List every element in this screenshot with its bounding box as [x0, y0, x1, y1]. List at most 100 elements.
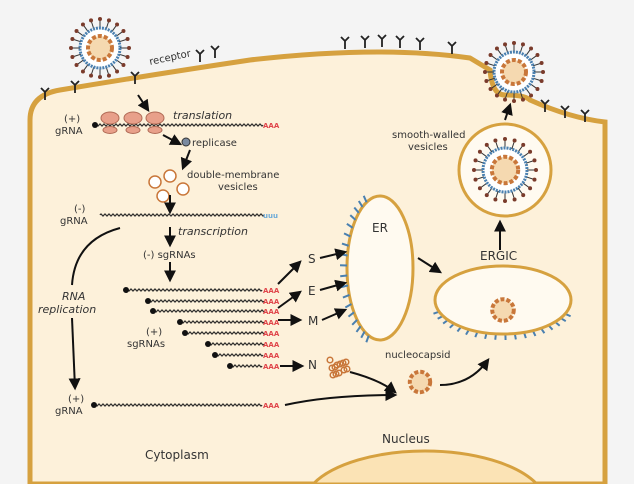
er-spike-icon [360, 331, 366, 339]
spike-head-icon [539, 78, 544, 83]
poly-a-tail: AAA [263, 287, 280, 295]
nucleocapsid-icon [407, 369, 433, 395]
ribosome-icon [125, 126, 141, 134]
spike-head-icon [125, 37, 130, 42]
receptor-icon [540, 99, 550, 112]
spike-head-icon [534, 168, 538, 172]
poly-a-tail: AAA [263, 402, 280, 410]
sgRNAs-plus-label: sgRNAs [127, 339, 165, 350]
spike-protein-icon [517, 145, 524, 153]
receptor-icon [340, 36, 350, 49]
arrow [501, 102, 513, 121]
rna-cap [177, 319, 183, 325]
nucleocapsid-icon [490, 297, 516, 323]
rna-cap [92, 122, 98, 128]
E-label: E [308, 284, 316, 298]
spike-head-icon [483, 70, 487, 74]
spike-head-icon [541, 70, 545, 74]
spike-head-icon [106, 18, 111, 23]
er-spike-icon [340, 274, 348, 278]
receptor-icon [580, 109, 590, 122]
poly-a-tail: AAA [263, 308, 280, 316]
cytoplasm-label: Cytoplasm [145, 448, 209, 462]
n-protein-icon [326, 356, 334, 364]
released-virion [483, 41, 545, 103]
er-spike-icon [353, 206, 360, 214]
receptor-icon [395, 35, 405, 48]
receptor-icon [560, 105, 570, 118]
spike-protein-icon [77, 31, 85, 37]
rna-strand [147, 299, 265, 303]
spike-protein-icon [73, 38, 82, 43]
ribosome-icon [147, 126, 163, 134]
nucleocapsid [407, 369, 433, 395]
rna-strand [152, 309, 266, 313]
rna-strand [93, 403, 263, 407]
nucleocapsid-icon [500, 58, 528, 86]
er-spike-icon [362, 195, 368, 203]
poly-a-tail: AAA [263, 298, 280, 306]
er-spike-icon [340, 253, 348, 257]
spike-head-icon [80, 22, 85, 27]
gRNA-minus-label: gRNA [60, 216, 88, 227]
spike-head-icon [503, 97, 508, 102]
receptor-icon [70, 80, 80, 93]
incoming-virion [69, 17, 131, 79]
rna-cap [145, 298, 151, 304]
spike-head-icon [121, 63, 126, 68]
er-spike-icon [357, 200, 364, 208]
spike-head-icon [529, 93, 534, 98]
poly-a-tail: AAA [263, 319, 280, 327]
replicase-label: replicase [192, 138, 237, 149]
rna-cap [123, 287, 129, 293]
ergic-label: ERGIC [480, 249, 517, 263]
arrows [68, 94, 490, 406]
spike-head-icon [535, 87, 540, 92]
spike-head-icon [473, 158, 478, 163]
gRNA-plus-top-label: gRNA [55, 126, 83, 137]
spike-head-icon [74, 63, 79, 68]
rna-cap [205, 341, 211, 347]
spike-head-icon [484, 142, 489, 147]
spike-head-icon [98, 75, 102, 79]
n-protein-icon [335, 369, 343, 377]
rna-strand [125, 288, 263, 292]
nucleocapsid-label: nucleocapsid [385, 350, 451, 361]
spike-head-icon [512, 99, 516, 103]
spike-head-icon [512, 138, 517, 143]
receptor-icon [377, 34, 387, 47]
spike-head-icon [503, 42, 508, 47]
er-spike-icon [355, 325, 362, 333]
rna-replication-label-2: replication [38, 303, 96, 316]
spike-head-icon [528, 186, 533, 191]
receptor-icon [210, 45, 220, 58]
receptor-icon [360, 35, 370, 48]
spike-head-icon [472, 168, 476, 172]
er-spike-icon [351, 319, 358, 326]
spike-head-icon [70, 54, 75, 59]
spike-head-icon [532, 158, 537, 163]
spike-head-icon [528, 149, 533, 154]
poly-a-tail: AAA [263, 122, 280, 130]
N-label: N [308, 358, 317, 372]
nucleus-label: Nucleus [382, 432, 430, 446]
rna-strand [94, 123, 264, 127]
rna-strand [184, 331, 266, 335]
spike-head-icon [484, 78, 489, 83]
sgRNAs-plus-sign: (+) [146, 327, 162, 338]
budding-virion [490, 297, 516, 323]
spike-protein-icon [491, 55, 499, 61]
spike-head-icon [70, 37, 75, 42]
er-spike-icon [341, 242, 349, 247]
spike-head-icon [539, 61, 544, 66]
spike-head-icon [121, 28, 126, 33]
nucleus [311, 449, 539, 484]
ribosome-icon [123, 111, 143, 125]
S-label: S [308, 252, 316, 266]
spike-head-icon [520, 42, 525, 47]
rna-cap [91, 402, 97, 408]
spike-head-icon [520, 97, 525, 102]
rna-strand [214, 353, 264, 357]
spike-head-icon [477, 149, 482, 154]
